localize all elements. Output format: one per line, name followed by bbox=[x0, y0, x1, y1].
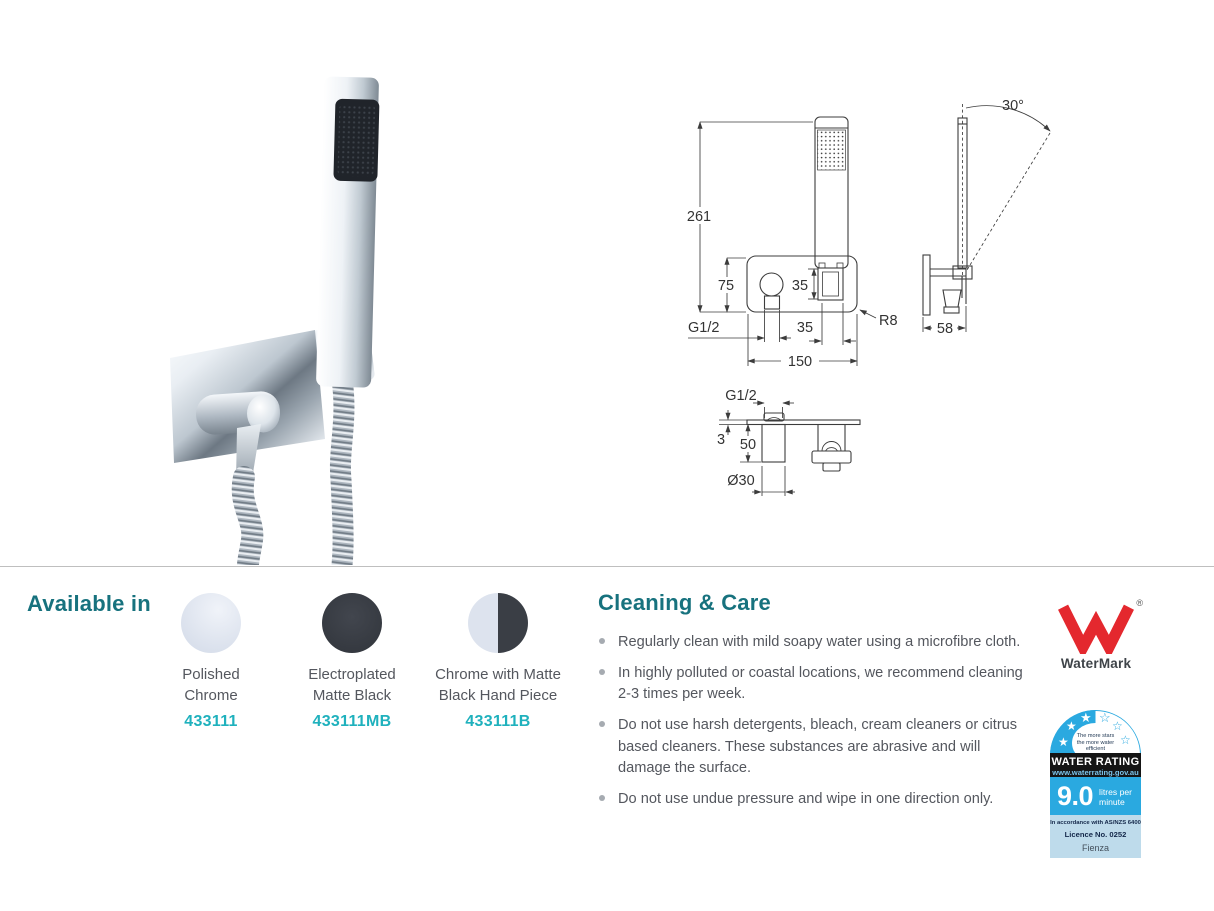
technical-drawings: 261 75 35 G1/2 35 150 R8 bbox=[682, 98, 1051, 496]
dim-swivel-angle: 30° bbox=[1002, 98, 1024, 114]
star-icon: ★ bbox=[1080, 710, 1092, 725]
front-view-labels: 261 75 35 G1/2 35 150 R8 bbox=[682, 207, 898, 370]
licence-number: Licence No. 0252 bbox=[1064, 830, 1127, 839]
dim-depth: 58 bbox=[937, 321, 953, 337]
bullet-icon bbox=[599, 669, 605, 676]
compliance-text: In accordance with AS/NZS 6400 bbox=[1050, 820, 1141, 826]
product-code: 433111B bbox=[465, 713, 531, 730]
star-icon: ★ bbox=[1058, 735, 1069, 749]
dim-plate-width: 150 bbox=[788, 354, 812, 370]
star-outline-icon: ☆ bbox=[1120, 733, 1131, 747]
product-code: 433111 bbox=[184, 713, 238, 730]
list-item: Do not use undue pressure and wipe in on… bbox=[598, 789, 1032, 810]
dim-spigot-length: 50 bbox=[740, 437, 756, 453]
dim-overall-height: 261 bbox=[687, 209, 711, 225]
photo-elbow-face bbox=[247, 394, 280, 433]
list-item: In highly polluted or coastal locations,… bbox=[598, 663, 1032, 705]
photo-hose-right bbox=[329, 369, 355, 565]
bullet-icon bbox=[599, 721, 605, 728]
watermark-certification: ® WaterMark bbox=[1048, 598, 1144, 671]
top-view-labels: G1/2 3 50 Ø30 bbox=[717, 388, 759, 489]
section-divider bbox=[0, 566, 1214, 567]
dim-corner-radius: R8 bbox=[879, 313, 898, 329]
dim-plate-height: 75 bbox=[718, 278, 734, 294]
star-outline-icon: ☆ bbox=[1099, 710, 1111, 725]
swatch-polished-chrome bbox=[181, 593, 241, 653]
bullet-icon bbox=[599, 794, 605, 801]
water-rating-label: ★ ★ ★ ☆ ☆ ☆ The more stars the more wate… bbox=[1050, 710, 1141, 858]
dim-plate-thickness: 3 bbox=[717, 432, 725, 448]
list-item: Do not use harsh detergents, bleach, cre… bbox=[598, 715, 1032, 778]
flow-rate-value: 9.0 bbox=[1057, 780, 1094, 811]
dim-thread: G1/2 bbox=[725, 388, 756, 404]
cleaning-care-heading: Cleaning & Care bbox=[598, 590, 771, 615]
licence-band: In accordance with AS/NZS 6400 Licence N… bbox=[1050, 815, 1141, 858]
dim-holder-width: 35 bbox=[797, 320, 813, 336]
finish-label: Chrome with Matte Black Hand Piece bbox=[435, 666, 561, 704]
finish-label: Electroplated Matte Black bbox=[308, 666, 396, 704]
front-view-drawing bbox=[746, 116, 858, 313]
dim-outlet-thread: G1/2 bbox=[688, 320, 719, 336]
swatch-matte-black bbox=[322, 593, 382, 653]
photo-hose-left bbox=[231, 466, 264, 565]
front-view-dimensions bbox=[688, 121, 877, 366]
brand-name: Fienza bbox=[1081, 843, 1109, 853]
product-photo-hand-shower bbox=[170, 76, 380, 565]
side-view-drawing bbox=[922, 117, 973, 316]
photo-spray-dots bbox=[337, 103, 376, 177]
watermark-w-icon bbox=[1058, 604, 1134, 660]
water-rating-url: www.waterrating.gov.au bbox=[1052, 768, 1139, 777]
star-rating-tagline: The more stars the more water efficient bbox=[1072, 723, 1119, 756]
water-rating-banner: WATER RATING www.waterrating.gov.au bbox=[1050, 753, 1141, 777]
product-code: 433111MB bbox=[312, 713, 392, 730]
registered-mark: ® bbox=[1136, 598, 1143, 608]
dim-spigot-diameter: Ø30 bbox=[727, 473, 754, 489]
star-outline-icon: ☆ bbox=[1112, 719, 1123, 733]
side-view-labels: 30° 58 bbox=[937, 98, 1024, 337]
finish-option-chrome-black: Chrome with Matte Black Hand Piece 43311… bbox=[423, 593, 573, 731]
finish-option-matte-black: Electroplated Matte Black 433111MB bbox=[277, 593, 427, 731]
top-view-drawing bbox=[746, 412, 861, 472]
side-view-dimensions bbox=[922, 104, 1051, 332]
available-in-heading: Available in bbox=[27, 591, 151, 616]
watermark-logo-icon: ® bbox=[1052, 598, 1143, 660]
flow-rate-unit: litres per minute bbox=[1099, 786, 1132, 807]
bullet-icon bbox=[599, 638, 605, 644]
flow-rate-band: 9.0 litres per minute bbox=[1050, 777, 1141, 815]
finish-label: Polished Chrome bbox=[182, 666, 240, 704]
dim-outlet-height: 35 bbox=[792, 278, 808, 294]
list-item: Regularly clean with mild soapy water us… bbox=[598, 632, 1032, 653]
watermark-label: WaterMark bbox=[1060, 656, 1132, 671]
star-icon: ★ bbox=[1066, 719, 1077, 733]
cleaning-care-list: Regularly clean with mild soapy water us… bbox=[598, 632, 1032, 820]
star-rating-arch: ★ ★ ★ ☆ ☆ ☆ The more stars the more wate… bbox=[1050, 710, 1141, 756]
water-rating-title: WATER RATING bbox=[1051, 756, 1140, 768]
finish-option-polished-chrome: Polished Chrome 433111 bbox=[136, 593, 286, 731]
swatch-chrome-black bbox=[468, 593, 528, 653]
